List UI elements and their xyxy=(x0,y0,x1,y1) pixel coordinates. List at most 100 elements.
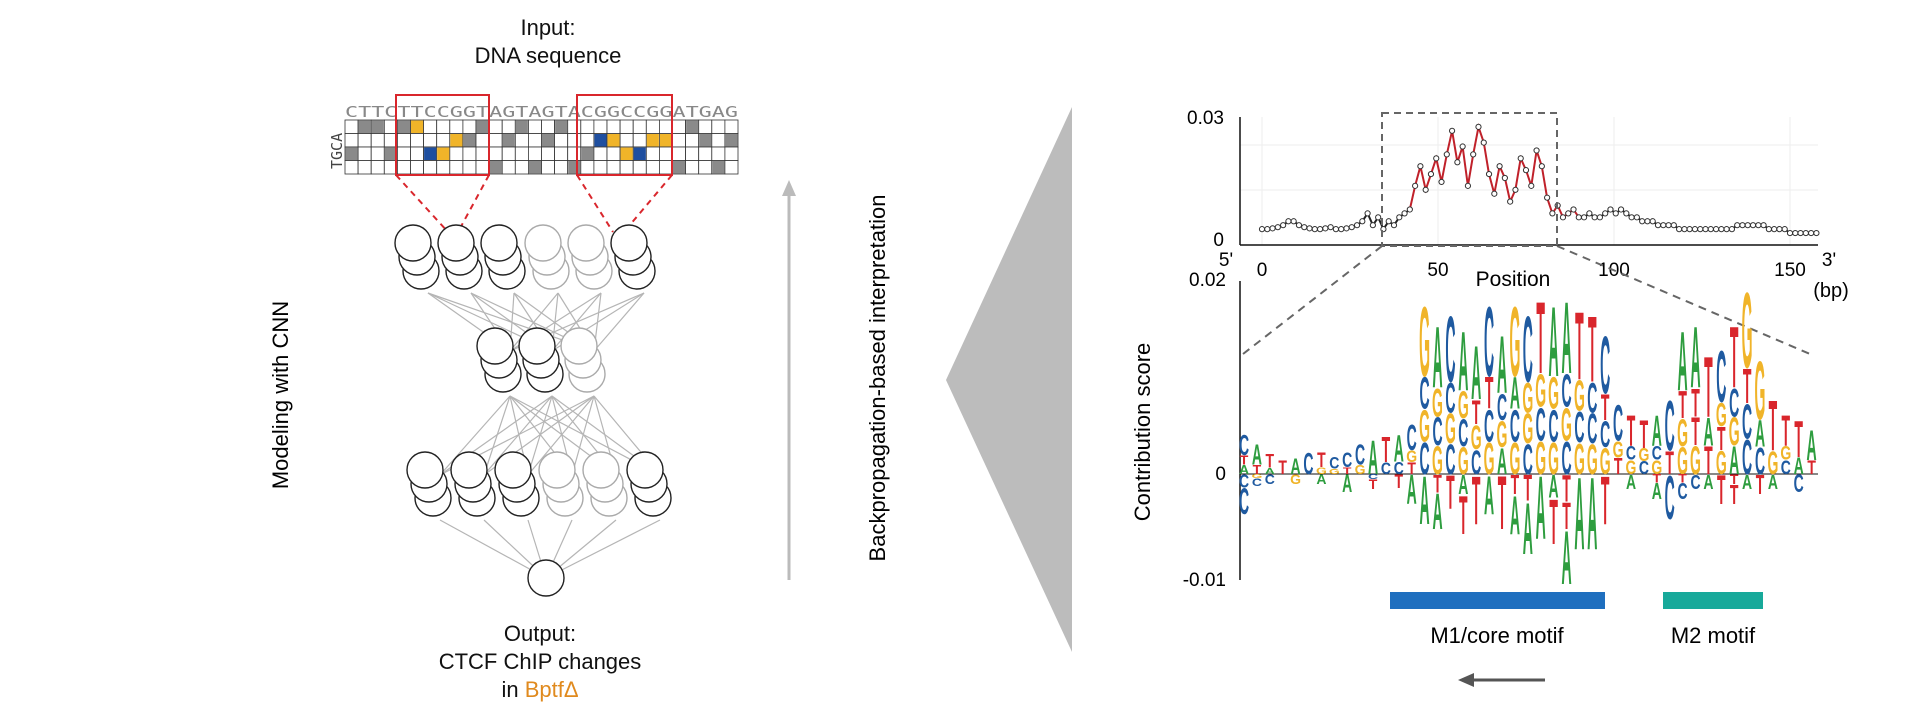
grid-cell xyxy=(659,146,673,161)
network-edge xyxy=(509,292,559,352)
data-point xyxy=(1274,224,1281,231)
grid-cell xyxy=(619,133,634,148)
grid-cell xyxy=(672,133,687,148)
grid-cell xyxy=(659,119,673,134)
network-edge xyxy=(439,395,511,476)
logo-y-tick-1: 0 xyxy=(1215,464,1226,485)
logo-letter: A xyxy=(1342,471,1352,498)
logo-letter: G xyxy=(1509,288,1520,399)
neuron xyxy=(582,451,620,489)
grid-cell xyxy=(645,146,660,161)
grid-cell-filled xyxy=(515,120,528,133)
logo-letter: T xyxy=(1498,461,1507,546)
logo-letter: C xyxy=(1600,414,1610,455)
logo-letter: G xyxy=(1742,270,1753,391)
logo-letter: T xyxy=(1665,445,1674,481)
neuron xyxy=(476,327,514,365)
grid-cell xyxy=(357,133,372,148)
logo-letter: C xyxy=(1794,471,1804,498)
logo-letter: C xyxy=(1742,394,1752,450)
top-plot: 0.03 0 0 50 100 150 5' 3' (bp) Position xyxy=(1187,108,1849,302)
grid-cell xyxy=(410,160,425,175)
logo-letter: T xyxy=(1395,471,1404,493)
logo-letter: G xyxy=(1471,418,1482,457)
data-point xyxy=(1528,182,1535,189)
logo-letter: A xyxy=(1497,441,1507,482)
logo-letter: C xyxy=(1484,402,1494,452)
logo-letter: G xyxy=(1406,448,1417,466)
data-point xyxy=(1723,226,1730,233)
logo-letter: C xyxy=(1716,337,1726,419)
logo-letter: A xyxy=(1536,458,1546,559)
logo-letter: T xyxy=(1382,429,1391,470)
grid-cell xyxy=(449,146,464,161)
backprop-label: Backpropagation-based interpretation xyxy=(865,195,890,562)
data-point xyxy=(1786,229,1794,237)
logo-letter: G xyxy=(1548,369,1559,419)
zoom-line-right xyxy=(1556,245,1811,355)
data-point xyxy=(1649,218,1656,225)
grid-cell xyxy=(606,146,621,161)
data-point xyxy=(1808,229,1815,237)
data-point xyxy=(1459,143,1466,150)
grid-cell xyxy=(711,119,726,134)
logo-letter: A xyxy=(1407,466,1417,513)
grid-cell xyxy=(672,119,687,134)
logo-letter: G xyxy=(1419,288,1430,399)
output-label: Output: CTCF ChIP changes in BptfΔ xyxy=(400,620,680,704)
data-point xyxy=(1390,222,1398,229)
logo-letter: C xyxy=(1497,387,1507,428)
dna-sequence: CTTCTTCCGGTAGTAGTACGGCCGGATGAG xyxy=(345,103,738,121)
data-point xyxy=(1401,210,1408,217)
logo-letter: T xyxy=(1653,472,1662,485)
top-plot-series xyxy=(1258,122,1820,237)
m1-motif-bar xyxy=(1390,592,1605,609)
logo-letter: A xyxy=(1458,314,1468,409)
logo-letter: G xyxy=(1445,404,1456,452)
neuron xyxy=(450,451,488,489)
grid-cell xyxy=(698,119,713,134)
grid-cell xyxy=(619,119,634,134)
logo-letter: A xyxy=(1561,516,1571,601)
grid-cell xyxy=(462,119,477,134)
logo-letter: A xyxy=(1523,489,1533,571)
logo-ylabel: Contribution score xyxy=(1130,343,1155,522)
data-point xyxy=(1813,229,1820,237)
grid-cell-filled xyxy=(489,161,502,174)
grid-cell xyxy=(606,160,621,175)
grid-cell-filled xyxy=(581,147,594,160)
up-arrow xyxy=(782,180,796,580)
grid-cell xyxy=(423,160,438,175)
grid-cell xyxy=(514,133,529,148)
logo-letter: A xyxy=(1703,470,1713,493)
data-point xyxy=(1348,224,1355,231)
end-5-label: 5' xyxy=(1219,250,1233,271)
data-point xyxy=(1633,214,1640,221)
grid-cell xyxy=(344,119,359,134)
grid-cell xyxy=(554,133,569,148)
logo-letter: G xyxy=(1677,441,1688,484)
highlight-box-right xyxy=(576,94,673,176)
logo-letter: T xyxy=(1588,299,1597,402)
end-3-label: 3' xyxy=(1822,250,1836,271)
logo-letter: G xyxy=(1458,441,1469,484)
grid-cell xyxy=(645,119,660,134)
grid-cell-filled xyxy=(555,120,568,133)
logo-letter: C xyxy=(1329,454,1339,473)
logo-letter: A xyxy=(1678,314,1688,409)
network-edge xyxy=(439,519,547,579)
logo-letter: C xyxy=(1342,448,1352,471)
output-line3: in BptfΔ xyxy=(400,676,680,704)
logo-letter: T xyxy=(1472,462,1481,540)
top-x-tick-1: 50 xyxy=(1427,260,1448,281)
data-point xyxy=(1728,226,1736,233)
input-title-line1: Input: xyxy=(520,15,576,40)
data-point xyxy=(1364,210,1371,217)
network-edge xyxy=(527,395,595,476)
logo-letter: T xyxy=(1601,462,1610,540)
logo-letter: C xyxy=(1600,321,1610,412)
data-point xyxy=(1559,214,1567,221)
grid-cell-filled xyxy=(594,134,607,147)
grid-cell xyxy=(488,119,503,134)
logo-letter: C xyxy=(1355,439,1365,471)
